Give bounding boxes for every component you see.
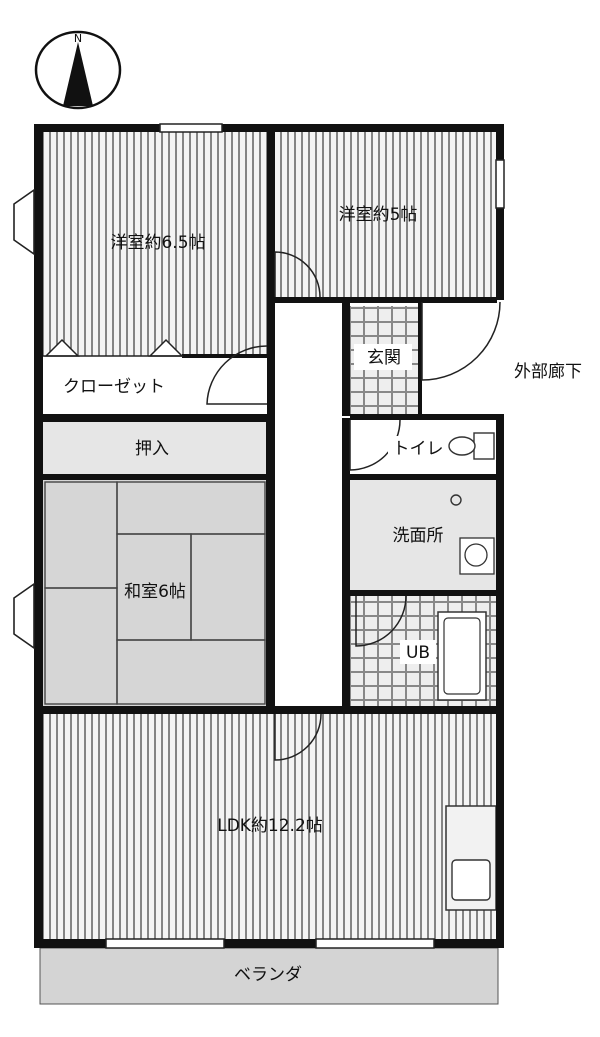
ldk-label: LDK約12.2帖 xyxy=(217,816,323,836)
oshiire-floor xyxy=(43,422,267,474)
closet-label: クローゼット xyxy=(63,377,165,397)
veranda-floor xyxy=(39,947,499,1005)
toilet-label: トイレ xyxy=(393,439,444,459)
western-room-a-label: 洋室約6.5帖 xyxy=(110,233,205,253)
japanese-room-label: 和室6帖 xyxy=(124,582,186,602)
western-room-b-floor xyxy=(275,132,497,297)
outer-corridor-label: 外部廊下 xyxy=(514,362,582,382)
tatami-mats xyxy=(44,481,266,705)
outer-walls xyxy=(34,124,504,948)
closet-label-bg xyxy=(48,372,178,400)
inner-walls xyxy=(43,132,504,714)
bay-windows xyxy=(13,188,35,650)
windows xyxy=(105,123,505,949)
oshiire-label: 押入 xyxy=(135,439,169,459)
entrance-label-bg xyxy=(354,344,412,370)
entrance-label: 玄関 xyxy=(367,348,401,368)
unit-bath-label-bg xyxy=(400,640,436,664)
veranda-label: ベランダ xyxy=(234,965,302,985)
kitchen-sink-icon xyxy=(451,859,491,901)
tatami-floor xyxy=(43,480,267,706)
washbasin-bowl-icon xyxy=(464,543,488,567)
western-room-a-floor xyxy=(43,132,267,356)
bathtub-inner xyxy=(443,617,481,695)
toilet-label-bg xyxy=(388,436,448,460)
unit-bath-label: UB xyxy=(406,643,430,663)
door-swings xyxy=(206,251,501,761)
toilet-fixture xyxy=(448,432,495,460)
hallway-floor xyxy=(275,303,342,706)
washroom-label: 洗面所 xyxy=(393,526,444,546)
ldk-floor xyxy=(43,714,496,939)
washroom-drain-icon xyxy=(450,494,462,506)
bathtub xyxy=(437,611,487,701)
north-compass-icon: N xyxy=(34,30,122,110)
western-room-b-label: 洋室約5帖 xyxy=(339,205,418,225)
compass-label: N xyxy=(74,32,82,45)
closet-doors xyxy=(43,338,184,357)
